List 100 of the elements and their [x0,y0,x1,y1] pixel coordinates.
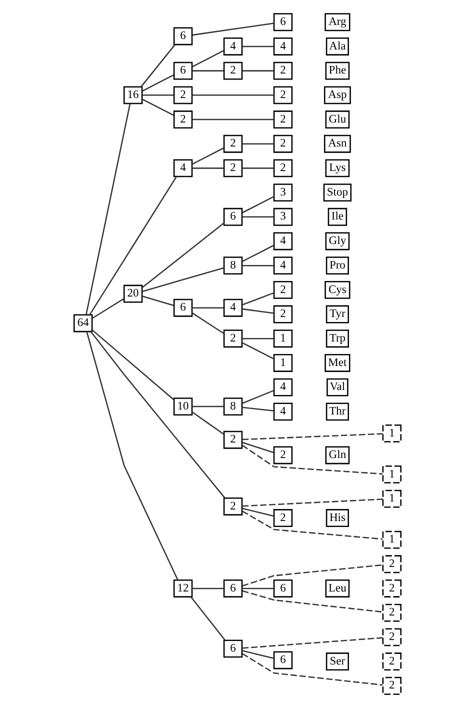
node-box: 2 [382,580,402,598]
node-box: 1 [382,424,402,442]
node-box: 2 [382,604,402,622]
node-box: Val [326,378,348,396]
connector [242,653,382,686]
connector [91,330,174,400]
node-box: Asn [324,134,350,153]
node-box: Asp [324,86,350,104]
connector [242,308,273,314]
node-box: 4 [222,38,242,56]
connector [192,588,223,590]
connector [191,412,224,435]
connector [191,148,224,165]
node-box: Tyr [325,305,348,324]
node-box: 6 [172,298,192,317]
node-box: 3 [272,208,292,226]
connector [241,442,274,454]
connector [90,331,225,498]
node-box: 2 [272,62,292,80]
node-box: 2 [272,134,292,153]
node-box: 2 [272,280,292,299]
node-box: 2 [382,676,402,695]
connector [88,176,177,316]
node-box: 4 [272,256,292,275]
connector [241,390,274,404]
node-box: 4 [272,402,292,421]
node-box: 1 [382,490,402,508]
node-box: 8 [222,256,242,275]
connector [192,168,223,169]
node-box: Thr [325,402,348,421]
node-box: Gln [324,446,350,464]
node-box: 2 [382,555,402,574]
node-box: 2 [172,86,192,104]
node-box: 2 [222,330,242,348]
connector [242,406,273,412]
connector [191,312,224,334]
node-box: Stop [322,184,352,202]
connector [142,267,224,292]
node-box: 2 [222,134,242,153]
node-box: Phe [324,62,350,80]
node-box: His [325,509,348,527]
connector [241,650,274,659]
connector [85,104,130,315]
node-box: Gly [324,232,350,250]
connector [142,94,173,96]
connector [192,22,274,36]
node-box: 2 [272,446,292,464]
connector [141,222,224,288]
connector [191,50,224,68]
node-box: 64 [72,314,92,332]
node-box: 2 [222,159,242,178]
connector [242,510,382,540]
connector [242,338,273,340]
node-box: 10 [172,398,192,416]
node-box: 4 [272,38,292,56]
node-box: Met [324,354,350,372]
connector [241,444,382,475]
node-box: 2 [272,110,292,128]
node-box: 4 [222,298,242,317]
node-box: Glu [324,110,350,128]
node-box: 1 [272,330,292,348]
connector [192,406,223,408]
connector [141,74,174,92]
node-box: Arg [324,13,350,32]
node-box: Leu [324,580,350,598]
connector [241,342,274,360]
connector [86,332,178,580]
node-box: 6 [172,62,192,80]
node-box: 2 [382,628,402,646]
node-box: 2 [172,110,192,128]
node-box: 6 [272,580,292,598]
node-box: Trp [325,330,348,348]
node-box: 1 [272,354,292,372]
node-box: 6 [222,580,242,598]
connector [192,307,223,308]
connector [242,216,273,218]
node-box: 2 [222,430,242,449]
node-box: 4 [272,378,292,396]
node-box: 16 [122,86,142,104]
node-box: 6 [222,208,242,226]
node-box: 12 [172,580,192,598]
node-box: Pro [325,256,348,275]
connector [242,433,382,440]
node-box: 2 [272,159,292,178]
connector [140,44,176,87]
connector [190,596,225,640]
node-box: 2 [272,305,292,324]
node-box: 2 [222,62,242,80]
node-box: 4 [272,232,292,250]
node-box: Cys [324,280,350,299]
connector [241,244,274,262]
connector [242,168,273,169]
connector [242,70,273,72]
node-box: 6 [222,640,242,658]
connector [242,46,273,48]
connector [192,94,274,96]
connector [192,70,223,72]
connector [242,590,382,613]
node-box: 2 [222,498,242,516]
node-box: Lys [324,159,350,178]
